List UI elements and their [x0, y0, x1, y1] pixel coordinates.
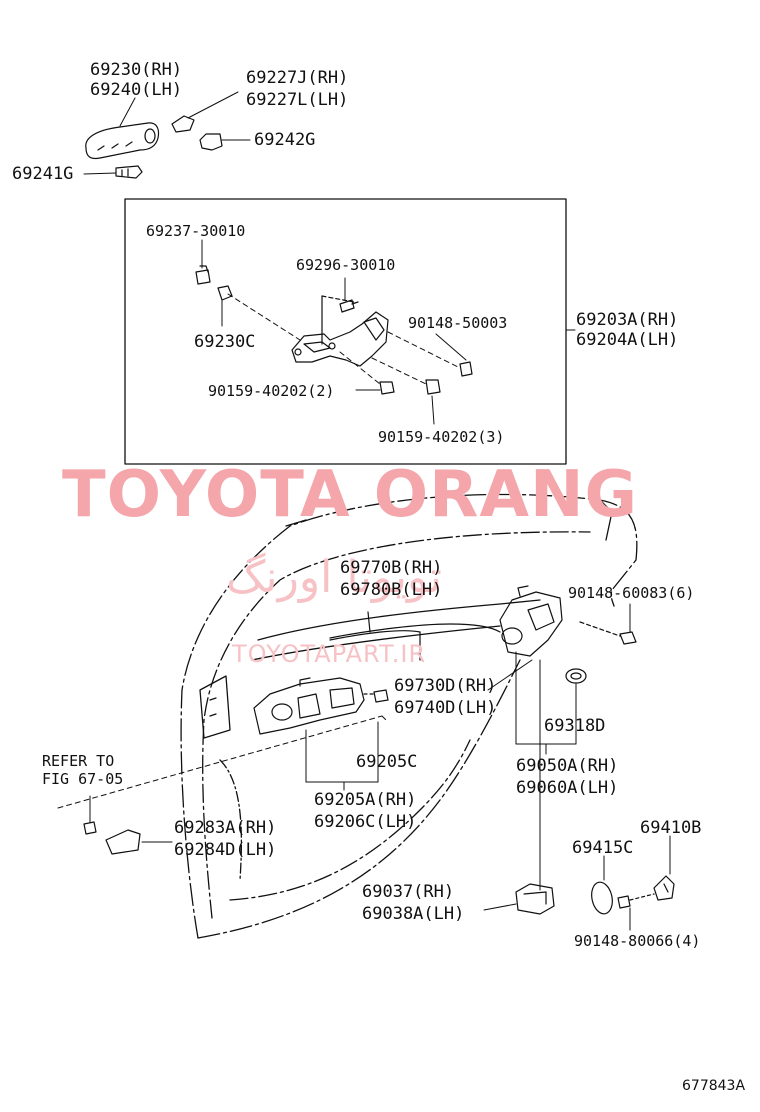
cover-69415c [591, 881, 613, 915]
part-label-69204a: 69204A(LH) [576, 330, 679, 350]
part-label-69284d: 69284D(LH) [174, 840, 277, 860]
watermark-site: TOYOTAPART.IR [232, 640, 427, 668]
part-label-69205c: 69205C [356, 752, 418, 772]
part-label-69780b: 69780B(LH) [340, 580, 443, 600]
refer-text-line2: FIG 67-05 [42, 770, 124, 788]
dashed-guides-panel [57, 715, 389, 809]
part-label-69237: 69237-30010 [146, 222, 246, 240]
screw-90148-60083 [579, 621, 637, 645]
part-label-69230: 69230(RH) [90, 60, 183, 80]
part-label-69410b: 69410B [640, 818, 702, 838]
part-label-69318d: 69318D [544, 716, 606, 736]
part-label-69730d: 69730D(RH) [394, 676, 497, 696]
part-label-90159-40202-3: 90159-40202(3) [378, 428, 505, 446]
dashed-guides-box [227, 293, 461, 385]
part-label-69740d: 69740D(LH) [394, 698, 497, 718]
part-label-69060a: 69060A(LH) [516, 778, 619, 798]
part-label-69240: 69240(LH) [90, 80, 183, 100]
door-lock [499, 585, 563, 657]
refer-text-line1: REFER TO [42, 752, 115, 770]
leaders-top [83, 91, 251, 175]
screw-90148-80066 [617, 893, 655, 909]
part-label-69296: 69296-30010 [296, 256, 396, 274]
leaders-box [201, 239, 467, 425]
part-label-69050a: 69050A(RH) [516, 756, 619, 776]
part-label-69037: 69037(RH) [362, 882, 455, 902]
striker [483, 883, 555, 915]
part-label-69038a: 69038A(LH) [362, 904, 465, 924]
small-clip-69237 [195, 265, 211, 285]
part-label-90148-60083: 90148-60083(6) [568, 584, 695, 602]
handle-cover-part [199, 133, 223, 151]
door-outline [180, 493, 638, 939]
part-label-69770b: 69770B(RH) [340, 558, 443, 578]
bracket-69205 [305, 721, 379, 791]
cushion-69318d [565, 668, 587, 684]
watermark-brand: TOYOTA ORANG [62, 458, 639, 532]
figure-number: 677843A [682, 1078, 746, 1094]
assembly-frame-box [124, 198, 567, 465]
part-label-69415c: 69415C [572, 838, 634, 858]
screw-69205c [363, 689, 389, 703]
lock-cable [329, 611, 501, 661]
part-label-90159-40202-2: 90159-40202(2) [208, 382, 335, 400]
handle-cover-69283 [105, 829, 173, 855]
handle-pad-part [171, 115, 195, 133]
part-label-69242g: 69242G [254, 130, 316, 150]
part-label-69203a: 69203A(RH) [576, 310, 679, 330]
part-label-69230c: 69230C [194, 332, 256, 352]
watermark-arabic: تویوتا اورنگ [226, 552, 442, 603]
outside-handle [85, 122, 160, 160]
part-label-90148-80066: 90148-80066(4) [574, 932, 701, 950]
part-label-69205a: 69205A(RH) [314, 790, 417, 810]
part-label-69283a: 69283A(RH) [174, 818, 277, 838]
part-label-69227j: 69227J(RH) [246, 68, 349, 88]
part-label-69227l: 69227L(LH) [246, 90, 349, 110]
part-label-69206c: 69206C(LH) [314, 812, 417, 832]
frame-assembly [291, 295, 389, 367]
leaders-lock [487, 603, 631, 891]
screw-90148-50003 [459, 361, 473, 377]
handle-cap-part [115, 165, 143, 179]
leaders-right-bottom [603, 835, 671, 931]
screw-90159-3 [425, 379, 441, 395]
part-label-90148-50003: 90148-50003 [408, 314, 508, 332]
small-clip-69230c [217, 285, 233, 301]
bolt-69296 [339, 299, 359, 313]
clip-69410b [653, 875, 675, 901]
part-label-69241g: 69241G [12, 164, 74, 184]
screw-90159-2 [379, 381, 395, 395]
inside-handle [253, 677, 365, 735]
screw-refer [83, 795, 97, 835]
